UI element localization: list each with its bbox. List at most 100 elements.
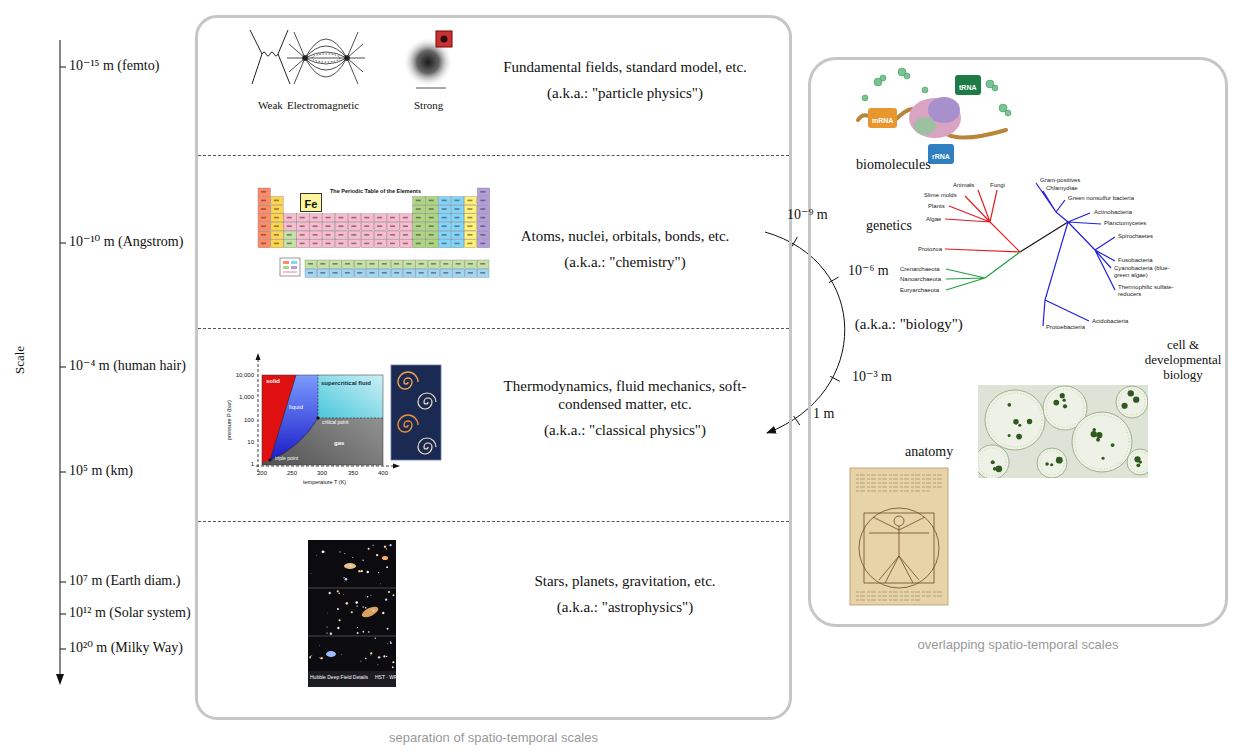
element-cell bbox=[354, 269, 366, 277]
star bbox=[357, 627, 358, 628]
volvox-daughter bbox=[1134, 456, 1140, 462]
element-cell bbox=[452, 231, 464, 239]
biomolecule-image bbox=[880, 75, 886, 81]
electromagnetic-field-lines bbox=[305, 39, 347, 58]
star bbox=[329, 592, 331, 594]
volvox-image bbox=[1127, 449, 1148, 475]
volvox-image bbox=[978, 445, 1009, 478]
scale-axis bbox=[60, 582, 66, 583]
star bbox=[386, 566, 388, 568]
tick-label: 1,000 bbox=[233, 394, 254, 401]
element-cell bbox=[428, 269, 440, 277]
element-cell bbox=[379, 269, 391, 277]
vitruvian-man-image bbox=[869, 533, 929, 534]
periodic-table bbox=[258, 188, 490, 277]
edge-label: (a.k.a.: "biology") bbox=[855, 316, 963, 333]
star bbox=[365, 658, 367, 660]
element-cell bbox=[310, 240, 322, 248]
scale-band: Atoms, nuclei, orbitals, bonds, etc.(a.k… bbox=[198, 156, 789, 329]
star bbox=[384, 545, 386, 547]
star bbox=[351, 611, 353, 613]
star bbox=[360, 660, 362, 662]
element-cell-mark bbox=[338, 217, 343, 219]
element-cell-mark bbox=[300, 217, 305, 219]
volvox-daughter bbox=[1053, 400, 1059, 406]
star bbox=[370, 654, 372, 656]
volvox-net bbox=[1040, 451, 1064, 475]
element-cell bbox=[348, 214, 360, 222]
hubble-deep-field-image bbox=[360, 605, 380, 620]
phylogenetic-tree bbox=[946, 252, 1020, 290]
star bbox=[326, 626, 327, 627]
volvox-daughter bbox=[1096, 432, 1102, 438]
vitruvian-man-image bbox=[899, 526, 900, 556]
element-cell bbox=[379, 260, 391, 268]
element-cell-mark bbox=[313, 225, 318, 227]
star bbox=[318, 644, 320, 646]
element-cell bbox=[477, 231, 489, 239]
biomolecule-image bbox=[922, 87, 928, 93]
element-cell bbox=[391, 260, 403, 268]
element-cell bbox=[416, 269, 428, 277]
element-cell-mark bbox=[419, 272, 424, 274]
taxon-label: Cyanobacteria (blue-green algae) bbox=[1114, 265, 1172, 279]
star bbox=[339, 551, 340, 552]
biomolecule-image bbox=[928, 97, 960, 123]
periodic-table-key bbox=[283, 266, 289, 269]
weak-force-diagram bbox=[278, 30, 288, 54]
volvox-net bbox=[1075, 415, 1129, 469]
hubble-deep-field-image bbox=[308, 540, 396, 687]
star bbox=[378, 656, 380, 658]
scale-axis bbox=[60, 367, 66, 368]
element-cell bbox=[439, 205, 451, 213]
element-cell-mark bbox=[403, 217, 408, 219]
topic-label: genetics bbox=[866, 218, 912, 234]
vitruvian-man-image bbox=[873, 517, 925, 530]
element-cell bbox=[374, 222, 386, 230]
element-cell bbox=[271, 214, 283, 222]
periodic-table-key bbox=[291, 261, 297, 264]
element-cell-mark bbox=[416, 217, 421, 219]
element-cell-mark bbox=[442, 234, 447, 236]
volvox-image bbox=[975, 385, 1153, 479]
element-cell bbox=[361, 240, 373, 248]
axis-title: Scale bbox=[13, 346, 28, 374]
scale-axis bbox=[60, 67, 66, 68]
element-cell bbox=[464, 197, 476, 205]
element-cell bbox=[297, 240, 309, 248]
phase-diagram bbox=[318, 375, 383, 418]
scale-label: 10¹² m (Solar system) bbox=[69, 605, 191, 621]
star-field bbox=[309, 544, 394, 668]
element-cell bbox=[297, 222, 309, 230]
element-cell-mark bbox=[467, 243, 472, 245]
element-cell bbox=[258, 222, 270, 230]
hubble-deep-field-image bbox=[308, 540, 396, 687]
element-cell bbox=[439, 214, 451, 222]
element-cell-mark bbox=[480, 200, 485, 202]
element-cell-mark bbox=[390, 234, 395, 236]
element-cell bbox=[387, 222, 399, 230]
band-aka: (a.k.a.: "classical physics") bbox=[500, 421, 750, 439]
element-cell bbox=[464, 205, 476, 213]
band-aka: (a.k.a.: "particle physics") bbox=[465, 84, 785, 102]
volvox-daughter bbox=[1063, 404, 1067, 408]
scale-band: Stars, planets, gravitation, etc.(a.k.a.… bbox=[198, 522, 789, 717]
element-cell bbox=[258, 205, 270, 213]
element-cell bbox=[387, 240, 399, 248]
element-cell bbox=[305, 269, 317, 277]
biomolecule-image bbox=[909, 98, 961, 138]
star bbox=[338, 592, 340, 594]
element-cell-mark bbox=[442, 200, 447, 202]
element-cell-mark bbox=[287, 234, 292, 236]
element-cell bbox=[400, 240, 412, 248]
scale-label: 10²⁰ m (Milky Way) bbox=[69, 640, 183, 656]
badge-text: rRNA bbox=[932, 153, 950, 160]
element-cell-mark bbox=[443, 263, 448, 265]
star bbox=[365, 607, 367, 609]
scale-label: 10⁻¹⁰ m (Angstrom) bbox=[69, 234, 183, 250]
element-cell-mark bbox=[333, 272, 338, 274]
element-cell bbox=[335, 214, 347, 222]
star bbox=[362, 559, 364, 561]
element-cell bbox=[477, 188, 489, 196]
volvox-daughter bbox=[1096, 438, 1100, 442]
